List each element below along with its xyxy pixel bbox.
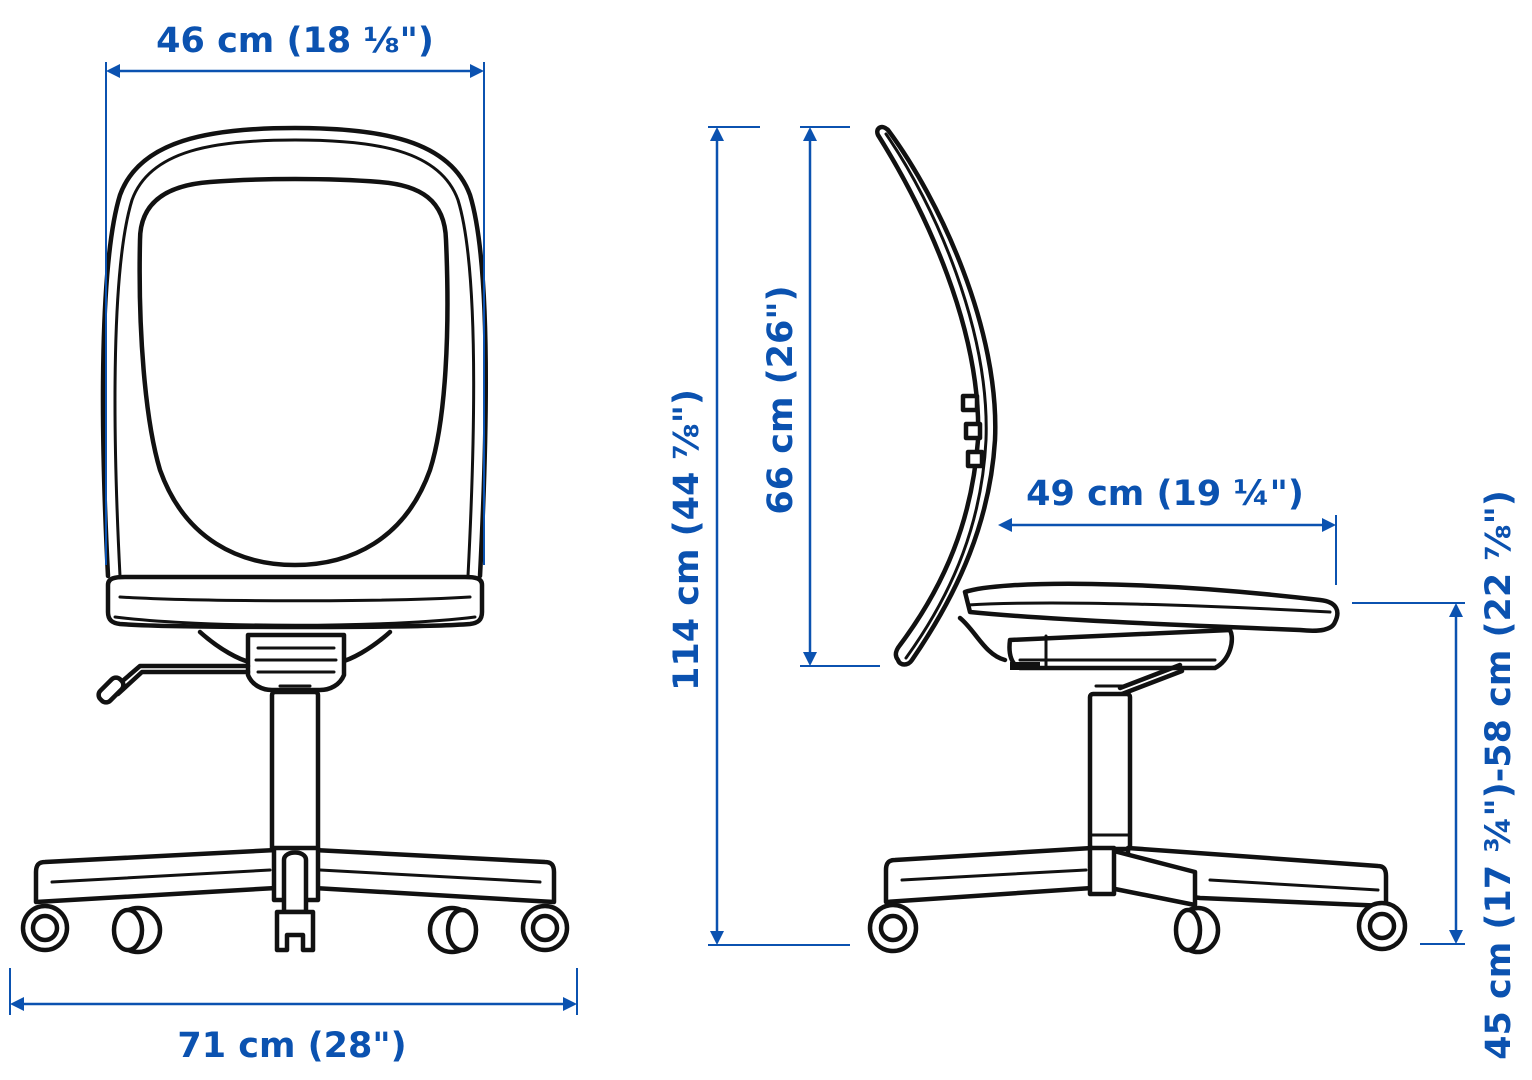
caster-left-outer <box>20 903 70 953</box>
seat-height-label: 45 cm (17 ¾")-58 cm (22 ⅞") <box>1479 490 1519 1060</box>
seat-depth-label: 49 cm (19 ¼") <box>1026 474 1304 514</box>
side-caster-right <box>1356 900 1408 952</box>
caster-left-inner <box>111 905 163 955</box>
total-height-label: 114 cm (44 ⅞") <box>667 389 707 691</box>
caster-center <box>274 909 316 953</box>
dimension-base-width: 71 cm (28") <box>9 968 578 1066</box>
side-caster-center <box>1173 905 1221 955</box>
dimension-seat-height: 45 cm (17 ¾")-58 cm (22 ⅞") <box>1352 490 1519 1060</box>
dimension-backrest-height: 66 cm (26") <box>761 126 880 667</box>
caster-right-inner <box>427 905 479 955</box>
dimension-front-width: 46 cm (18 ⅛") <box>105 21 485 565</box>
dimension-seat-depth: 49 cm (19 ¼") <box>998 474 1337 585</box>
caster-right-outer <box>520 903 570 953</box>
side-view-chair <box>867 124 1408 955</box>
side-caster-left <box>867 902 919 954</box>
front-view-chair <box>20 125 570 955</box>
base-width-label: 71 cm (28") <box>177 1026 406 1066</box>
backrest-height-label: 66 cm (26") <box>761 285 801 514</box>
dimension-total-height: 114 cm (44 ⅞") <box>667 126 850 946</box>
front-width-label: 46 cm (18 ⅛") <box>156 21 434 61</box>
